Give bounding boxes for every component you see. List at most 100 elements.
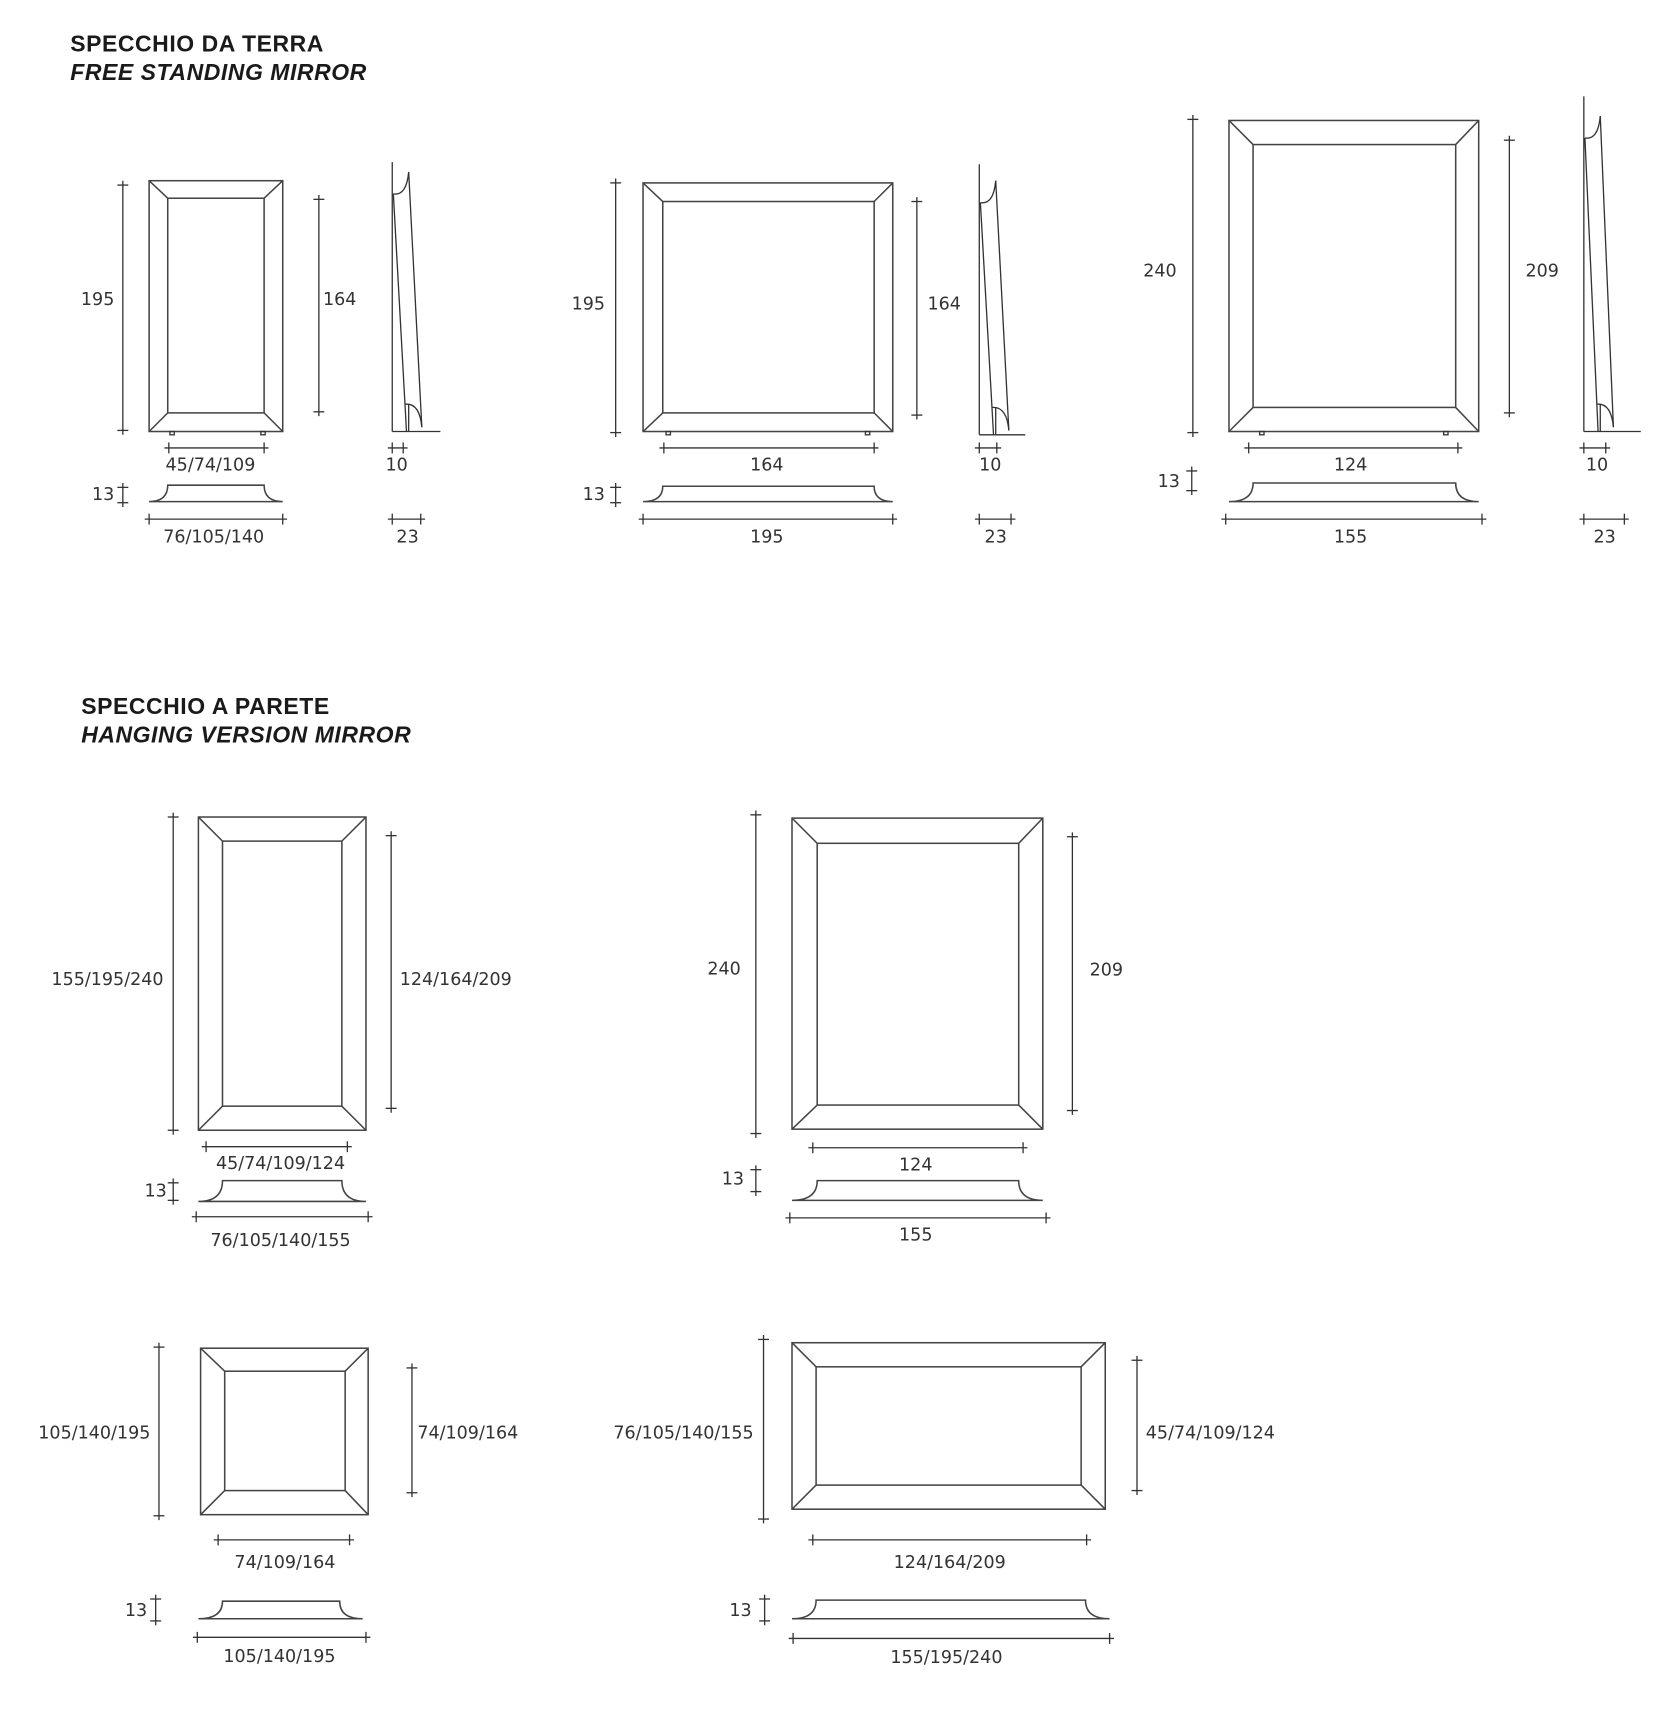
- frame-outer-edge: [791, 1341, 1106, 1510]
- frame-foot: [665, 430, 672, 436]
- section-title-hanging-it: SPECCHIO A PARETE: [81, 693, 330, 719]
- dim-inner-height: 164: [323, 290, 356, 310]
- frame-cross-section: [643, 485, 893, 503]
- mirror-glass-edge: [1252, 143, 1457, 409]
- frame-cross-section: [198, 1179, 366, 1203]
- profile-bottom-hook: [1596, 403, 1615, 428]
- dim-height: 76/105/140/155: [613, 1424, 753, 1444]
- dim-inner-height: 124/164/209: [400, 970, 512, 990]
- frame-miter: [1228, 119, 1254, 146]
- profile-back: [392, 193, 408, 432]
- frame-miter: [791, 1104, 818, 1130]
- dimension-line-vertical: [750, 1165, 762, 1196]
- dimension-line-vertical: [1186, 466, 1198, 496]
- frame-miter: [791, 1484, 817, 1510]
- dim-height: 240: [1143, 262, 1176, 282]
- frame-outer-edge: [148, 179, 284, 433]
- profile-bottom-hook: [992, 406, 1010, 431]
- frame-miter: [1080, 1484, 1106, 1510]
- frame-cross-section: [149, 484, 283, 503]
- dimension-line-vertical: [759, 1594, 771, 1626]
- dim-inner-width: 164: [750, 455, 783, 475]
- dim-height: 155/195/240: [51, 970, 163, 990]
- dimension-line-horizontal: [638, 513, 898, 525]
- dim-width: 105/140/195: [223, 1647, 335, 1667]
- frame-cross-section: [1228, 482, 1479, 503]
- dimension-line-horizontal: [1244, 442, 1463, 454]
- dim-inner-height: 209: [1090, 960, 1123, 980]
- mirror-glass-edge: [221, 840, 343, 1107]
- frame-miter: [873, 182, 894, 203]
- frame-foot: [1442, 430, 1449, 436]
- dim-inner-width: 74/109/164: [234, 1553, 335, 1573]
- dimension-line-vertical: [1503, 135, 1515, 418]
- dim-side-base: 10: [1586, 455, 1608, 475]
- dimension-line-horizontal: [201, 1141, 352, 1153]
- dim-width: 155: [1334, 528, 1367, 548]
- frame-outer-edge: [642, 182, 894, 433]
- dimension-line-vertical: [911, 197, 923, 420]
- section-title-hanging-en: HANGING VERSION MIRROR: [81, 722, 411, 748]
- dimension-line-horizontal: [785, 1212, 1051, 1224]
- frame-miter: [148, 412, 169, 433]
- dimension-line-vertical: [117, 180, 129, 435]
- profile-back: [979, 202, 995, 435]
- dimension-line-vertical: [1187, 114, 1199, 437]
- profile-front: [408, 171, 423, 428]
- dimension-line-horizontal: [164, 442, 269, 454]
- frame-miter: [341, 1105, 367, 1131]
- dim-inner-width: 124: [899, 1155, 932, 1175]
- dimension-line-vertical: [1131, 1355, 1143, 1495]
- frame-cross-section: [198, 1600, 363, 1620]
- frame-foot: [1258, 430, 1265, 436]
- section-title-free-standing-en: FREE STANDING MIRROR: [70, 59, 367, 85]
- frame-miter: [148, 180, 169, 199]
- dimension-line-horizontal: [974, 442, 1002, 454]
- mirror-glass-edge: [815, 1366, 1082, 1486]
- mirror-front-view: [148, 179, 284, 436]
- dimension-line-horizontal: [1579, 442, 1611, 454]
- dimension-line-horizontal: [192, 1631, 371, 1643]
- profile-top-curve: [1584, 116, 1601, 139]
- frame-miter: [1455, 406, 1480, 433]
- frame-miter: [344, 1490, 369, 1516]
- frame-miter: [1455, 119, 1480, 146]
- frame-miter: [1018, 817, 1044, 844]
- dimension-line-horizontal: [387, 513, 426, 525]
- dim-height: 195: [572, 294, 605, 314]
- dim-width: 155: [899, 1225, 932, 1245]
- profile-front: [1599, 116, 1615, 428]
- frame-foot: [864, 430, 871, 436]
- frame-outer-edge: [1228, 119, 1480, 433]
- frame-miter: [344, 1347, 369, 1372]
- profile-bottom-hook: [405, 403, 423, 428]
- dimension-line-horizontal: [808, 1142, 1028, 1154]
- frame-miter: [642, 182, 664, 203]
- dim-side-depth: 23: [396, 528, 418, 548]
- dim-inner-width: 45/74/109/124: [216, 1154, 345, 1174]
- dimension-line-vertical: [750, 810, 762, 1138]
- frame-miter: [642, 412, 664, 433]
- dim-width: 76/105/140/155: [210, 1231, 350, 1251]
- frame-cross-section: [792, 1179, 1043, 1202]
- frame-foot: [169, 430, 175, 436]
- mirror-side-view: [391, 162, 441, 433]
- dim-depth: 13: [145, 1182, 167, 1202]
- frame-foot: [260, 430, 266, 436]
- profile-top-curve: [980, 180, 997, 204]
- frame-miter: [1080, 1342, 1106, 1368]
- dim-depth: 13: [722, 1170, 744, 1190]
- frame-miter: [1228, 406, 1254, 433]
- dim-side-depth: 23: [1593, 528, 1615, 548]
- dim-side-base: 10: [385, 455, 407, 475]
- dim-inner-width: 124/164/209: [894, 1553, 1006, 1573]
- dimension-line-vertical: [758, 1335, 770, 1524]
- frame-miter: [197, 816, 224, 842]
- dim-inner-height: 209: [1525, 262, 1558, 282]
- profile-front: [995, 180, 1010, 431]
- frame-miter: [197, 1105, 224, 1131]
- dim-depth: 13: [92, 485, 114, 505]
- dimension-line-vertical: [610, 178, 622, 437]
- mirror-glass-edge: [166, 197, 265, 414]
